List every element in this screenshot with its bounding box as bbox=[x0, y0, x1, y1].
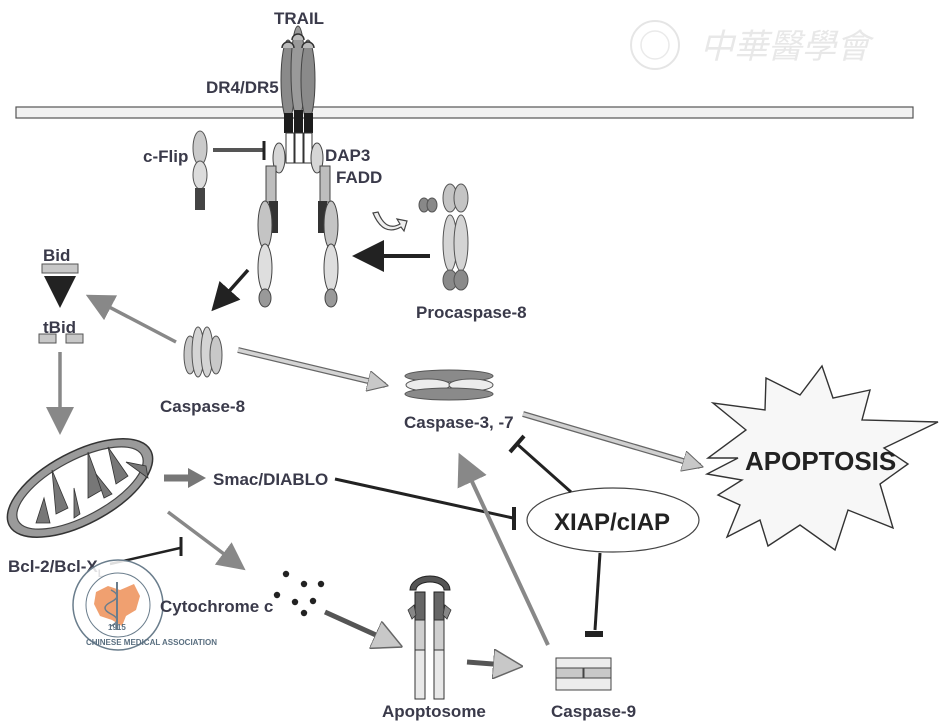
xiap-ciap-node bbox=[526, 487, 700, 553]
cell-membrane bbox=[15, 106, 914, 119]
inhibition-xiap-to-caspase37-bar bbox=[508, 434, 526, 454]
cma-seal-watermark: 1915 CHINESE MEDICAL ASSOCIATION bbox=[72, 559, 217, 651]
caspase8-protein bbox=[183, 326, 223, 378]
arrow-caspase8-to-bid bbox=[85, 294, 177, 344]
watermark-top-right: 中華醫學會 bbox=[630, 20, 875, 70]
label-caspase37: Caspase-3, -7 bbox=[404, 413, 514, 432]
apoptosis-starburst-icon bbox=[704, 364, 939, 552]
label-tbid: tBid bbox=[43, 318, 76, 337]
caspase37-protein bbox=[404, 369, 494, 401]
arrow-caspase9-to-caspase37 bbox=[457, 452, 550, 646]
arrow-mito-to-cytochrome bbox=[166, 510, 246, 571]
cflip-protein bbox=[192, 130, 208, 210]
procaspase8-protein bbox=[418, 183, 469, 291]
arrow-cytochrome-to-apoptosome bbox=[323, 609, 398, 645]
inhibition-xiap-to-caspase9 bbox=[593, 552, 602, 631]
mitochondrion-icon bbox=[6, 438, 154, 538]
label-caspase8: Caspase-8 bbox=[160, 397, 245, 416]
seal-year: 1915 bbox=[108, 623, 126, 632]
label-fadd: FADD bbox=[336, 168, 382, 187]
arrow-disc-to-caspase8 bbox=[211, 268, 250, 312]
label-receptor: DR4/DR5 bbox=[206, 78, 279, 97]
inhibition-xiap-to-caspase37 bbox=[516, 442, 572, 494]
apoptosome-icon bbox=[407, 575, 452, 700]
arrow-caspase8-to-caspase37 bbox=[237, 348, 385, 385]
label-procaspase8: Procaspase-8 bbox=[416, 303, 527, 322]
label-bid: Bid bbox=[43, 246, 70, 265]
label-bcl-main: Bcl-2/Bcl-X bbox=[8, 557, 98, 576]
seal-inner-ring-icon bbox=[85, 572, 151, 638]
watermark-text: 中華醫學會 bbox=[700, 27, 875, 67]
seal-text: CHINESE MEDICAL ASSOCIATION bbox=[86, 638, 217, 647]
tbid-fragment-left bbox=[38, 333, 57, 344]
watermark-seal-icon bbox=[630, 20, 680, 70]
label-xiap: XIAP/cIAP bbox=[554, 509, 670, 536]
label-smac: Smac/DIABLO bbox=[213, 470, 328, 489]
arrow-caspase37-to-apoptosis bbox=[522, 412, 700, 466]
label-dap3: DAP3 bbox=[325, 146, 370, 165]
bid-protein bbox=[41, 263, 79, 274]
tbid-fragment-right bbox=[65, 333, 84, 344]
label-apoptosome: Apoptosome bbox=[382, 702, 486, 721]
label-cytochrome: Cytochrome c bbox=[160, 597, 273, 616]
trail-receptor-complex bbox=[257, 25, 339, 308]
arrow-apoptosome-to-caspase9 bbox=[466, 662, 518, 666]
label-trail: TRAIL bbox=[274, 9, 324, 28]
cytochrome-c-dots bbox=[273, 570, 325, 617]
label-apoptosis: APOPTOSIS bbox=[745, 446, 896, 476]
caspase9-protein bbox=[555, 657, 612, 691]
label-caspase9: Caspase-9 bbox=[551, 702, 636, 721]
inhibition-smac-to-xiap bbox=[334, 477, 514, 520]
arrow-mito-to-smac-head bbox=[188, 468, 206, 488]
label-cflip: c-Flip bbox=[143, 147, 188, 166]
prodomain-release-arrow-icon bbox=[372, 211, 408, 233]
